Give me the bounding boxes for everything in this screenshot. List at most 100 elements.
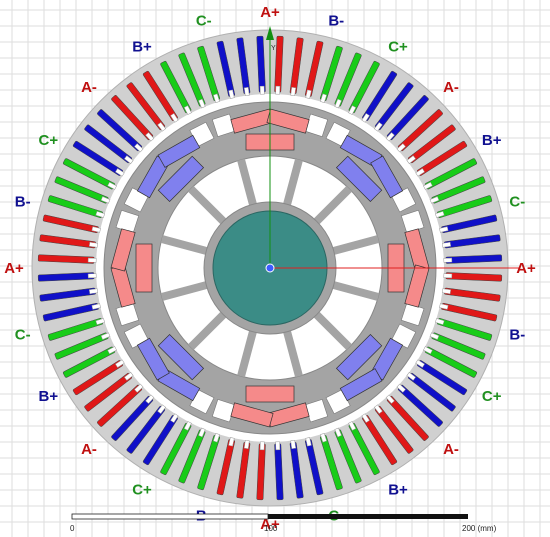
slot-opening: [385, 394, 395, 404]
scale-bar: 0 100 200 (mm): [70, 513, 497, 533]
phase-label: B+: [132, 38, 152, 55]
slot-opening: [290, 87, 297, 97]
slot-opening: [259, 441, 265, 451]
rotor-spoke: [237, 158, 258, 208]
slot-opening: [95, 318, 105, 325]
slot-opening: [145, 132, 155, 142]
slot-opening: [406, 155, 416, 165]
permanent-magnet: [404, 264, 430, 308]
permanent-magnet: [136, 337, 170, 381]
slot-opening: [134, 383, 144, 393]
stator-winding-slots: [37, 35, 503, 501]
rotor-spoke: [160, 235, 210, 256]
slot-opening: [170, 113, 179, 123]
slot-opening: [348, 105, 357, 115]
phase-label: C+: [39, 132, 59, 149]
rotor-spoke: [282, 158, 303, 208]
slot-opening: [441, 288, 451, 295]
phase-label: C+: [132, 482, 152, 499]
slot-opening: [91, 303, 101, 310]
slot-opening: [107, 181, 117, 190]
slot-opening: [415, 168, 425, 177]
scale-bar-segment-black: [268, 514, 468, 519]
coordinate-axes: Y: [265, 26, 520, 273]
permanent-magnet: [110, 228, 136, 272]
phase-label: C-: [509, 194, 525, 211]
phase-label: B+: [482, 132, 502, 149]
phase-label: B-: [328, 13, 344, 30]
rotor-spoke: [282, 328, 303, 378]
y-axis-arrow-icon: [266, 26, 274, 40]
slot-opening: [198, 427, 206, 438]
slot-opening: [124, 155, 134, 165]
slot-opening: [275, 441, 281, 451]
slot-opening: [439, 303, 449, 310]
slot-opening: [89, 241, 99, 248]
slot-opening: [157, 404, 167, 414]
phase-label: A-: [443, 441, 459, 458]
slot-opening: [100, 196, 111, 204]
slot-opening: [441, 241, 451, 248]
rotor-spoke: [187, 185, 228, 226]
rotor-spoke: [330, 235, 380, 256]
permanent-magnet: [230, 402, 274, 428]
permanent-magnet: [245, 385, 295, 403]
slot-opening: [443, 273, 453, 279]
slot-opening: [415, 359, 425, 368]
slot-opening: [373, 404, 383, 414]
slot-opening: [439, 226, 449, 233]
slot-opening: [124, 371, 134, 381]
permanent-magnet: [370, 155, 404, 199]
permanent-magnet: [266, 108, 310, 134]
phase-label: C+: [482, 388, 502, 405]
y-axis-label: Y: [271, 45, 276, 52]
phase-label: C-: [15, 326, 31, 343]
slot-opening: [361, 113, 370, 123]
phase-label: A+: [260, 4, 280, 21]
slot-opening: [423, 346, 433, 355]
slot-opening: [213, 433, 220, 443]
rotor-spoke: [237, 328, 258, 378]
slot-opening: [396, 383, 406, 393]
phase-label: A+: [4, 260, 24, 277]
slot-opening: [228, 437, 235, 447]
permanent-magnet: [339, 368, 383, 402]
slot-opening: [107, 346, 117, 355]
slot-opening: [157, 122, 167, 132]
permanent-magnet: [157, 155, 205, 203]
phase-label: A+: [516, 260, 536, 277]
slot-opening: [134, 143, 144, 153]
phase-label: A-: [443, 79, 459, 96]
scale-mid-label: 100: [264, 524, 278, 533]
phase-label: C+: [388, 38, 408, 55]
slot-opening: [334, 98, 342, 109]
slot-opening: [95, 211, 105, 218]
slot-opening: [429, 196, 440, 204]
rotor-spoke: [312, 310, 353, 351]
slot-opening: [183, 421, 192, 431]
slot-opening: [305, 89, 312, 99]
slot-opening: [89, 288, 99, 295]
phase-label: B-: [15, 194, 31, 211]
slot-opening: [87, 273, 97, 279]
phase-label: B+: [39, 388, 59, 405]
slot-opening: [213, 93, 220, 103]
scale-min-label: 0: [70, 524, 75, 533]
slot-opening: [305, 437, 312, 447]
phase-label: A-: [81, 441, 97, 458]
permanent-magnet: [135, 243, 153, 293]
slot-opening: [385, 132, 395, 142]
origin-marker: [265, 263, 275, 273]
slot-opening: [170, 413, 179, 423]
slot-opening: [334, 427, 342, 438]
slot-opening: [275, 85, 281, 95]
slot-opening: [435, 211, 445, 218]
permanent-magnet: [157, 134, 201, 168]
slot-opening: [243, 87, 250, 97]
slot-opening: [348, 421, 357, 431]
slot-opening: [87, 257, 97, 263]
rotor-spokes: [160, 158, 380, 378]
phase-label: B-: [509, 326, 525, 343]
slot-opening: [320, 93, 327, 103]
slot-opening: [320, 433, 327, 443]
